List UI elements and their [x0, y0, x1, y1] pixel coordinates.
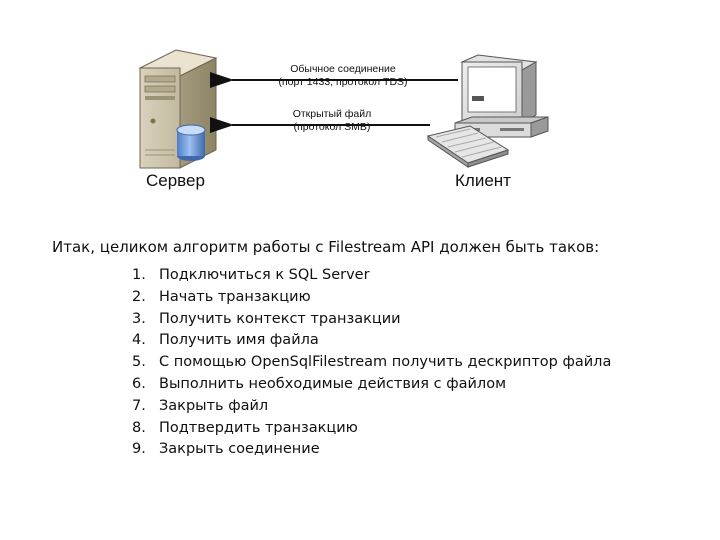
step-number: 6.: [132, 375, 146, 392]
server-label: Сервер: [146, 171, 205, 190]
step-text: С помощью OpenSqlFilestream получить дес…: [159, 354, 612, 371]
list-item: 5. С помощью OpenSqlFilestream получить д…: [132, 352, 611, 374]
step-number: 9.: [132, 441, 146, 458]
step-text: Начать транзакцию: [159, 288, 311, 305]
step-number: 2.: [132, 288, 146, 305]
diagram-canvas: [138, 49, 549, 169]
keyboard-icon: [426, 125, 510, 168]
step-number: 7.: [132, 397, 146, 414]
step-text: Получить имя файла: [159, 332, 319, 349]
step-number: 3.: [132, 310, 146, 327]
step-number: 8.: [132, 419, 146, 436]
database-cylinder-icon: [176, 124, 206, 161]
step-text: Выполнить необходимые действия с файлом: [159, 375, 507, 392]
list-item: 8. Подтвердить транзакцию: [132, 418, 611, 440]
list-item: 6. Выполнить необходимые действия с файло…: [132, 374, 611, 396]
intro-text: Итак, целиком алгоритм работы с Filestre…: [52, 238, 600, 256]
list-item: 1. Подключиться к SQL Server: [132, 265, 611, 287]
list-item: 7. Закрыть файл: [132, 396, 611, 418]
list-item: 3. Получить контекст транзакции: [132, 309, 611, 331]
step-text: Подтвердить транзакцию: [159, 419, 358, 436]
step-text: Закрыть файл: [159, 397, 269, 414]
steps-list: 1. Подключиться к SQL Server 2. Начать тра…: [132, 265, 611, 461]
client-label: Клиент: [455, 171, 511, 190]
file-label: Открытый файл (протокол SMB): [232, 108, 432, 134]
client-server-diagram: Обычное соединение (порт 1433, протокол …: [0, 0, 720, 200]
step-text: Закрыть соединение: [159, 441, 320, 458]
computer-monitor-icon: [454, 54, 549, 138]
connection-label: Обычное соединение (порт 1433, протокол …: [243, 63, 443, 89]
connection-label-line2: (порт 1433, протокол TDS): [278, 76, 408, 88]
step-number: 5.: [132, 354, 146, 371]
file-label-line2: (протокол SMB): [293, 121, 371, 133]
list-item: 2. Начать транзакцию: [132, 287, 611, 309]
file-label-line1: Открытый файл: [292, 108, 372, 120]
connection-label-line1: Обычное соединение: [290, 63, 396, 75]
step-number: 1.: [132, 267, 146, 283]
list-item: 9. Закрыть соединение: [132, 439, 611, 461]
step-text: Подключиться к SQL Server: [159, 267, 370, 283]
step-number: 4.: [132, 332, 146, 349]
step-text: Получить контекст транзакции: [159, 310, 401, 327]
list-item: 4. Получить имя файла: [132, 330, 611, 352]
